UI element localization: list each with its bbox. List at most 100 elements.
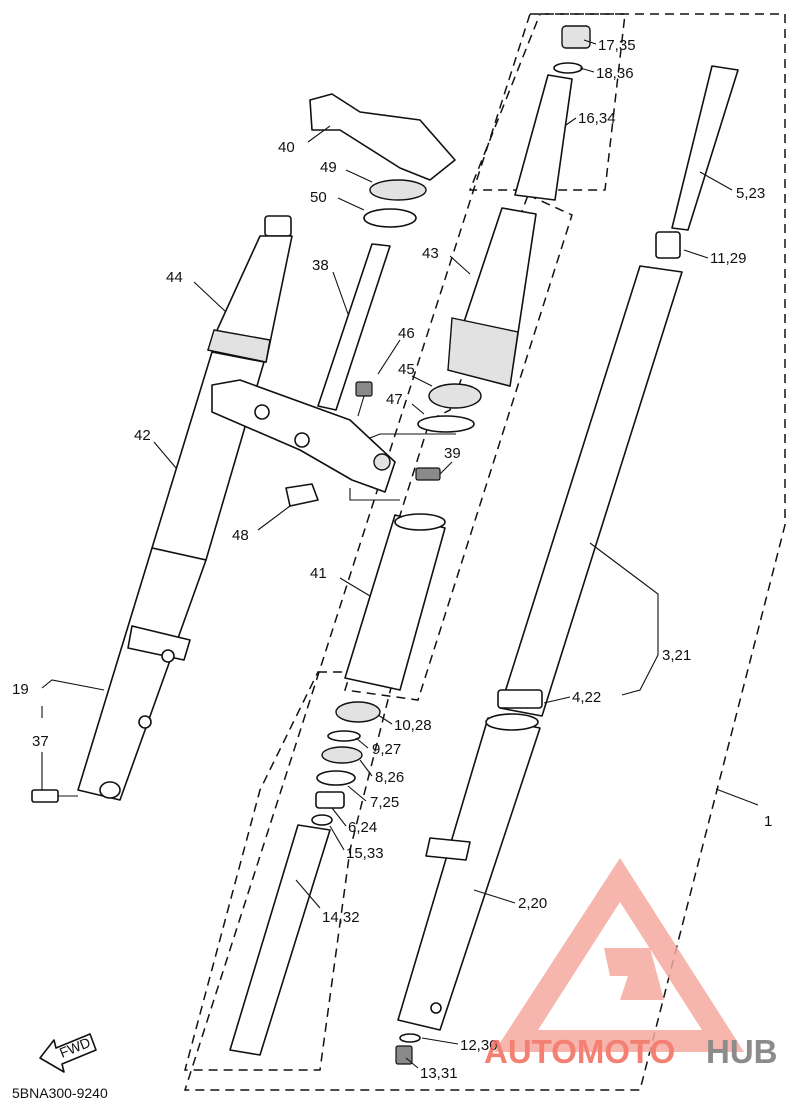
center-tubes [344, 207, 537, 691]
watermark-inner-mark-icon [604, 948, 664, 1000]
fork-spring-14 [229, 824, 331, 1056]
leader-43 [449, 255, 471, 275]
leader-41 [339, 577, 371, 597]
washer-12 [399, 1033, 421, 1043]
cap-group-outline [468, 13, 626, 191]
leader-19 [41, 679, 105, 691]
bolt-46 [355, 381, 373, 397]
leader-1 [715, 788, 759, 806]
leader-44 [193, 281, 227, 313]
callout-9-27: 9,27 [372, 741, 401, 758]
callout-13-31: 13,31 [420, 1065, 458, 1082]
callout-49: 49 [320, 159, 337, 176]
callout-12-30: 12,30 [460, 1037, 498, 1054]
leader-13-31 [405, 1057, 419, 1069]
callout-15-33: 15,33 [346, 845, 384, 862]
callout-3-21: 3,21 [662, 647, 691, 664]
callout-7-25: 7,25 [370, 794, 399, 811]
leader-45 [411, 375, 433, 387]
tube-41-top [394, 513, 446, 531]
leader-4-22 [543, 696, 571, 704]
callout-37: 37 [32, 733, 49, 750]
ring-nut-45 [428, 383, 482, 409]
mount-hole-a [161, 649, 175, 663]
washer-50 [363, 208, 417, 228]
left-fork-leg [31, 215, 293, 803]
outer-tube-left [77, 547, 207, 801]
bolt-46-shank [357, 395, 365, 417]
leader-bracket-39 [369, 433, 456, 439]
outer-tube-top [485, 713, 539, 731]
leader-14-32 [295, 879, 321, 909]
main-tubes [397, 265, 683, 1031]
axle-bracket-right [425, 837, 471, 861]
callout-16-34: 16,34 [578, 110, 616, 127]
cap-bolt-left [264, 215, 292, 237]
fwd-arrow-icon [39, 1033, 97, 1073]
callout-19: 19 [12, 681, 29, 698]
damper-rod-5 [671, 65, 739, 231]
cover-43-band [447, 317, 519, 387]
watermark-brand-part2: HUB [706, 1033, 778, 1070]
inner-tube-41 [344, 514, 446, 691]
callout-50: 50 [310, 189, 327, 206]
callout-2-20: 2,20 [518, 895, 547, 912]
callout-38: 38 [312, 257, 329, 274]
axle-hole-left [99, 781, 121, 799]
callout-48: 48 [232, 527, 249, 544]
washer-47 [417, 415, 475, 433]
washer-7 [316, 770, 356, 786]
leader-10-28 [377, 714, 393, 725]
leader-18-36 [579, 67, 595, 73]
leader-8-26 [359, 759, 373, 777]
leader-49 [345, 169, 373, 183]
cap-48 [285, 483, 319, 507]
callout-17-35: 17,35 [598, 37, 636, 54]
callout-44: 44 [166, 269, 183, 286]
bracket-hole-1 [254, 404, 270, 420]
leader-5-23 [699, 171, 733, 191]
callout-45: 45 [398, 361, 415, 378]
callout-18-36: 18,36 [596, 65, 634, 82]
watermark-triangle-icon [494, 858, 744, 1052]
watermark-logo: AUTOMOTO HUB [484, 858, 778, 1070]
leader-38 [332, 271, 349, 315]
bracket-hole-2 [294, 432, 310, 448]
cap-bolt-17 [561, 25, 591, 49]
leader-39 [439, 461, 453, 475]
slide-metal-4 [497, 689, 543, 709]
leader-15-33 [329, 825, 345, 851]
upper-cover-band [207, 329, 271, 363]
handle-crown-40 [309, 93, 456, 181]
leader-bracket-48 [349, 488, 400, 501]
callout-40: 40 [278, 139, 295, 156]
outer-tube-2 [397, 717, 541, 1031]
mount-hole-b [138, 715, 152, 729]
callout-8-26: 8,26 [375, 769, 404, 786]
callout-labels: 1 2,20 3,21 4,22 5,23 6,24 7,25 8,26 9,2… [12, 37, 772, 1082]
washer-49 [369, 179, 427, 201]
oil-seal-8 [321, 746, 363, 764]
caliper-mount-left [127, 625, 191, 661]
leader-17-35 [583, 39, 597, 45]
inner-tube-3 [499, 265, 683, 717]
callout-41: 41 [310, 565, 327, 582]
bolt-39 [415, 467, 441, 481]
outer-fork-assembly-outline [183, 13, 786, 1091]
callout-10-28: 10,28 [394, 717, 432, 734]
clip-9 [327, 730, 361, 742]
leader-50 [337, 197, 365, 211]
spacer-15 [311, 814, 333, 826]
leader-46 [377, 339, 401, 375]
leader-3-21 [589, 542, 659, 655]
callout-46: 46 [398, 325, 415, 342]
callout-43: 43 [422, 245, 439, 262]
leader-2-20 [473, 889, 516, 904]
leader-40 [307, 125, 331, 143]
callout-1: 1 [764, 813, 772, 830]
leader-48 [257, 505, 291, 531]
bracket-hole-3 [373, 453, 391, 471]
fork-tube-group-outline [344, 193, 573, 701]
slide-metal-6 [315, 791, 345, 809]
